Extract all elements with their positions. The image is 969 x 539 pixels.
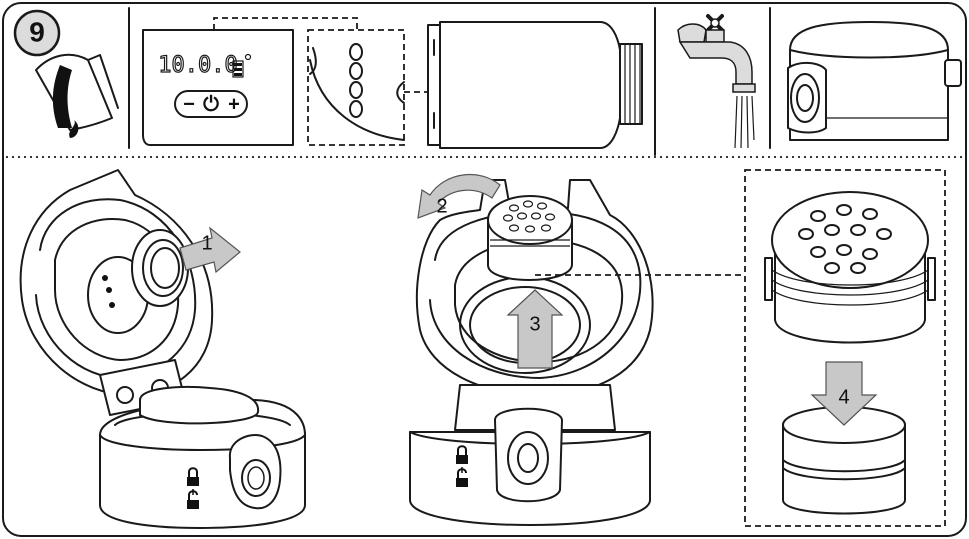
arrow-1-label: 1 bbox=[201, 232, 212, 254]
filter-removal-illustration: 2 3 bbox=[409, 173, 745, 526]
filter-holes-large bbox=[798, 204, 892, 274]
open-lid-illustration: 1 bbox=[19, 169, 306, 529]
arrow-3: 3 bbox=[506, 289, 564, 369]
cloth-icon bbox=[35, 53, 119, 138]
display-segments: 10.0.0 bbox=[158, 53, 237, 78]
battery-icon bbox=[232, 60, 244, 78]
arrow-2: 2 bbox=[417, 173, 501, 219]
faucet-icon bbox=[677, 14, 756, 149]
minus-button: − bbox=[183, 93, 195, 115]
lock-open-icon bbox=[456, 468, 468, 487]
zoom-connector bbox=[213, 17, 358, 30]
arrow-4: 4 bbox=[810, 361, 878, 426]
zoomed-buttons-detail bbox=[307, 29, 428, 146]
lock-closed-icon bbox=[456, 445, 468, 464]
cap-thumbnail bbox=[787, 21, 962, 141]
plus-button: + bbox=[228, 93, 240, 115]
filter-detail-box: 4 bbox=[744, 169, 946, 527]
power-button: ⏻ bbox=[203, 93, 219, 115]
step-number: 9 bbox=[29, 16, 45, 47]
arrow-3-label: 3 bbox=[529, 313, 540, 335]
step-number-badge: 9 bbox=[13, 9, 61, 57]
control-panel-illustration: 10.0.0 − ⏻ + bbox=[142, 29, 294, 146]
arrow-1: 1 bbox=[179, 226, 241, 274]
filter-holes bbox=[502, 200, 556, 233]
lock-open-icon bbox=[187, 490, 199, 509]
arrow-2-label: 2 bbox=[436, 195, 447, 217]
arrow-4-label: 4 bbox=[838, 386, 849, 408]
lock-closed-icon bbox=[187, 467, 199, 486]
bottle-illustration bbox=[427, 21, 643, 149]
